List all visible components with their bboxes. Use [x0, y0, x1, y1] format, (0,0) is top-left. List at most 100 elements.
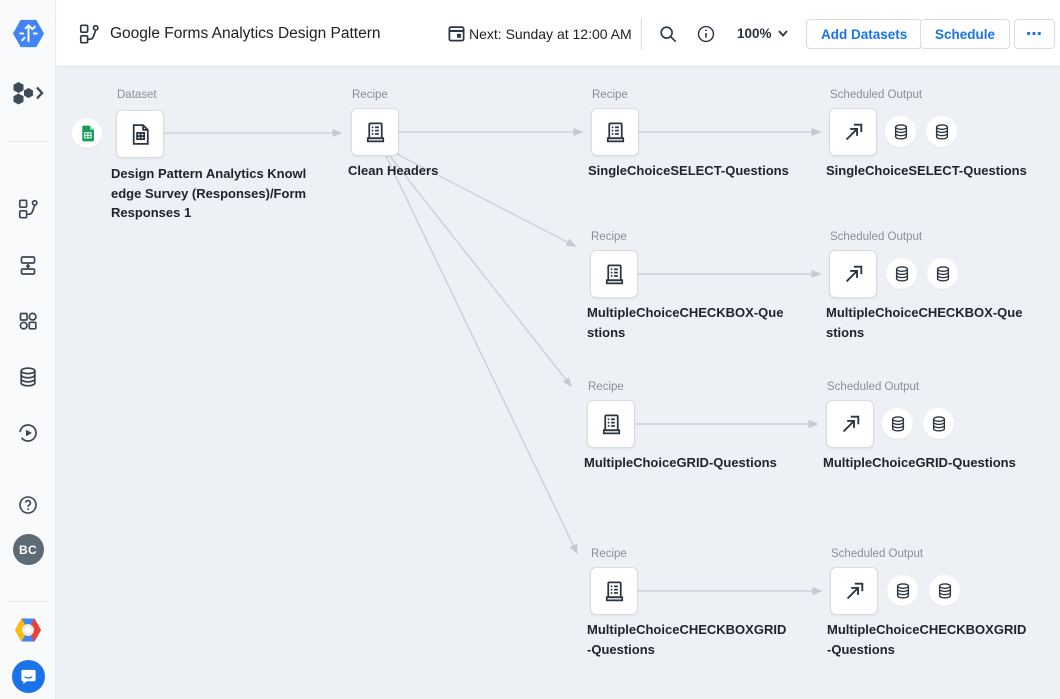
database-icon — [935, 123, 948, 140]
node-name: Clean Headers — [348, 163, 439, 178]
node-name: MultipleChoiceCHECKBOXGRID -Questions — [587, 622, 787, 657]
nav-library[interactable] — [0, 254, 56, 276]
rail-divider-top — [9, 141, 47, 142]
recipe-icon — [605, 580, 623, 601]
publish-target-database-2[interactable] — [926, 116, 957, 147]
recipe-icon — [602, 413, 620, 434]
add-datasets-button[interactable]: Add Datasets — [806, 19, 923, 49]
node-name: MultipleChoiceGRID-Questions — [823, 455, 1016, 470]
recipe-card[interactable] — [351, 108, 399, 156]
recipe-icon — [606, 121, 624, 142]
node-name: MultipleChoiceCHECKBOX-Que stions — [587, 305, 784, 340]
recipe-card[interactable] — [587, 400, 635, 448]
publish-target-database-1[interactable] — [882, 408, 913, 439]
node-name: MultipleChoiceCHECKBOX-Que stions — [826, 305, 1023, 340]
node-type-label: Scheduled Output — [830, 89, 923, 101]
database-icon — [20, 367, 36, 387]
publish-target-database-2[interactable] — [927, 258, 958, 289]
nav-jobs[interactable] — [0, 422, 56, 444]
google-cloud-icon — [15, 618, 41, 641]
recipe-icon — [605, 263, 623, 284]
node-type-label: Recipe — [352, 89, 388, 101]
search-button[interactable] — [658, 24, 678, 49]
search-icon — [660, 26, 677, 43]
output-arrow-icon — [842, 415, 859, 432]
database-icon — [896, 582, 909, 599]
nav-plans[interactable] — [0, 310, 56, 332]
nav-connections[interactable] — [0, 366, 56, 388]
publish-target-database-1[interactable] — [885, 116, 916, 147]
node-name: MultipleChoiceGRID-Questions — [584, 455, 777, 470]
flow-title-icon — [79, 24, 99, 44]
zoom-control[interactable]: 100% — [737, 26, 788, 41]
database-icon — [936, 265, 949, 282]
flow-menu-expand[interactable] — [0, 79, 56, 107]
node-name: SingleChoiceSELECT-Questions — [826, 163, 1027, 178]
user-avatar[interactable]: BC — [0, 534, 56, 565]
scheduled-output-card[interactable] — [829, 250, 877, 298]
info-icon — [697, 25, 715, 43]
next-run-label: Next: Sunday at 12:00 AM — [469, 26, 632, 42]
flow-title[interactable]: Google Forms Analytics Design Pattern — [110, 25, 381, 42]
scheduled-output-card[interactable] — [829, 108, 877, 156]
schedule-calendar-icon — [448, 26, 465, 42]
left-rail: BC — [0, 0, 56, 699]
recipe-card[interactable] — [590, 250, 638, 298]
flow-header: Google Forms Analytics Design Pattern Ne… — [56, 0, 1060, 67]
help-icon — [19, 496, 37, 514]
output-arrow-icon — [846, 582, 863, 599]
dataprep-logo-icon — [12, 19, 44, 48]
node-name: SingleChoiceSELECT-Questions — [588, 163, 789, 178]
recipe-card[interactable] — [591, 108, 639, 156]
scheduled-output-card[interactable] — [826, 400, 874, 448]
google-cloud-link[interactable] — [0, 616, 56, 643]
publish-target-database-2[interactable] — [923, 408, 954, 439]
info-button[interactable] — [696, 24, 716, 49]
database-icon — [932, 415, 945, 432]
more-actions-button[interactable]: ⋯ — [1014, 19, 1055, 49]
node-type-label: Recipe — [588, 381, 624, 393]
import-data-icon — [20, 256, 36, 275]
google-sheets-badge — [72, 118, 102, 148]
node-type-label: Recipe — [591, 231, 627, 243]
app-logo[interactable] — [0, 17, 56, 50]
header-divider — [641, 18, 642, 50]
database-icon — [894, 123, 907, 140]
output-arrow-icon — [845, 123, 862, 140]
publish-target-database-1[interactable] — [887, 575, 918, 606]
chevron-down-icon — [777, 30, 788, 37]
avatar-initials: BC — [12, 534, 44, 565]
nav-help[interactable] — [0, 494, 56, 516]
support-chat[interactable] — [0, 660, 56, 693]
chat-bubble-icon — [20, 669, 36, 685]
dataset-card[interactable] — [116, 110, 164, 158]
output-arrow-icon — [845, 265, 862, 282]
publish-target-database-1[interactable] — [886, 258, 917, 289]
node-type-label: Scheduled Output — [830, 231, 923, 243]
scheduled-output-card[interactable] — [830, 567, 878, 615]
google-sheets-icon — [81, 125, 94, 141]
rail-divider-bottom — [9, 601, 47, 602]
flow-canvas[interactable]: Dataset Design Pattern Analytics Knowl e… — [56, 67, 1060, 699]
node-name: MultipleChoiceCHECKBOXGRID -Questions — [827, 622, 1027, 657]
database-icon — [891, 415, 904, 432]
database-icon — [895, 265, 908, 282]
flows-icon — [18, 199, 38, 219]
plans-grid-icon — [19, 312, 37, 330]
node-type-label: Dataset — [117, 89, 157, 101]
database-icon — [938, 582, 951, 599]
node-type-label: Recipe — [592, 89, 628, 101]
dataset-document-icon — [132, 123, 149, 145]
flow-connectors — [164, 128, 823, 595]
hexagon-cluster-icon — [13, 82, 44, 105]
recipe-card[interactable] — [590, 567, 638, 615]
zoom-value: 100% — [737, 26, 772, 41]
publish-target-database-2[interactable] — [929, 575, 960, 606]
nav-flows[interactable] — [0, 198, 56, 220]
node-name: Design Pattern Analytics Knowl edge Surv… — [111, 166, 307, 220]
schedule-button[interactable]: Schedule — [920, 19, 1011, 49]
recipe-icon — [366, 121, 384, 142]
job-history-icon — [19, 424, 37, 442]
node-type-label: Scheduled Output — [827, 381, 920, 393]
node-type-label: Recipe — [591, 548, 627, 560]
